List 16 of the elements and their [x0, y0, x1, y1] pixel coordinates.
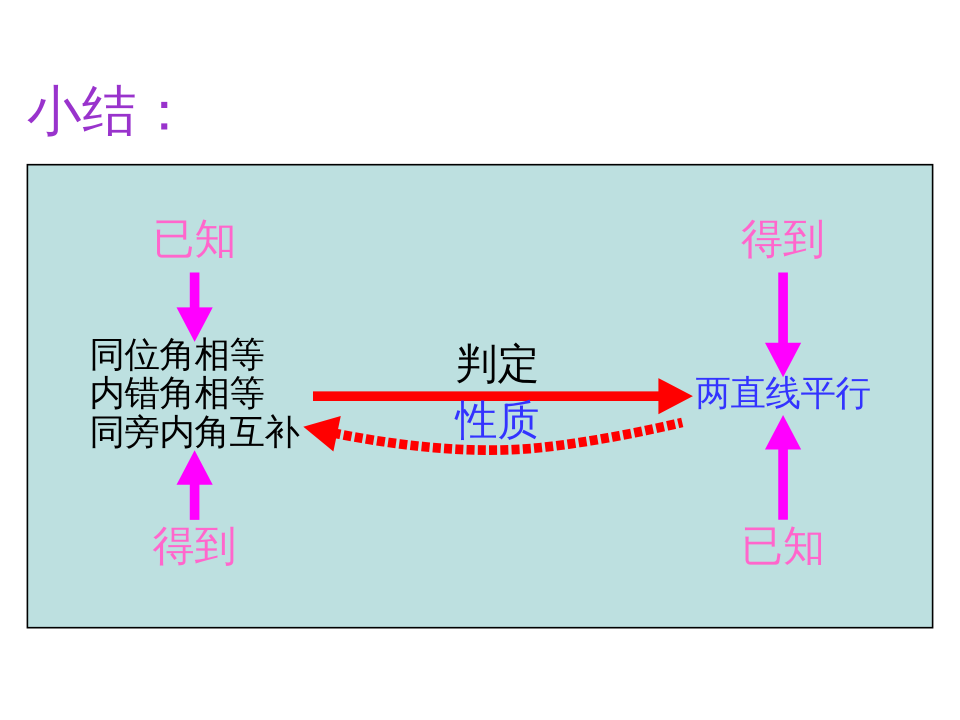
edge-label: 性质: [456, 395, 540, 444]
arrow: [764, 414, 802, 520]
cluster: [26, 164, 934, 628]
node-text: 得到: [152, 520, 237, 570]
arrow: [176, 450, 213, 520]
diagram-title: 小结：: [26, 78, 192, 143]
node-text: 同位角相等 内错角相等 同旁内角互补: [89, 334, 300, 453]
node-text: 已知: [741, 520, 826, 570]
edge-label: 判定: [456, 339, 540, 388]
node-text: 两直线平行: [696, 373, 871, 414]
arrow: [764, 272, 802, 378]
arrow: [303, 416, 684, 455]
node-text: 得到: [741, 214, 826, 263]
arrow: [176, 272, 213, 342]
node-text: 已知: [152, 214, 237, 263]
arrow: [313, 378, 693, 414]
